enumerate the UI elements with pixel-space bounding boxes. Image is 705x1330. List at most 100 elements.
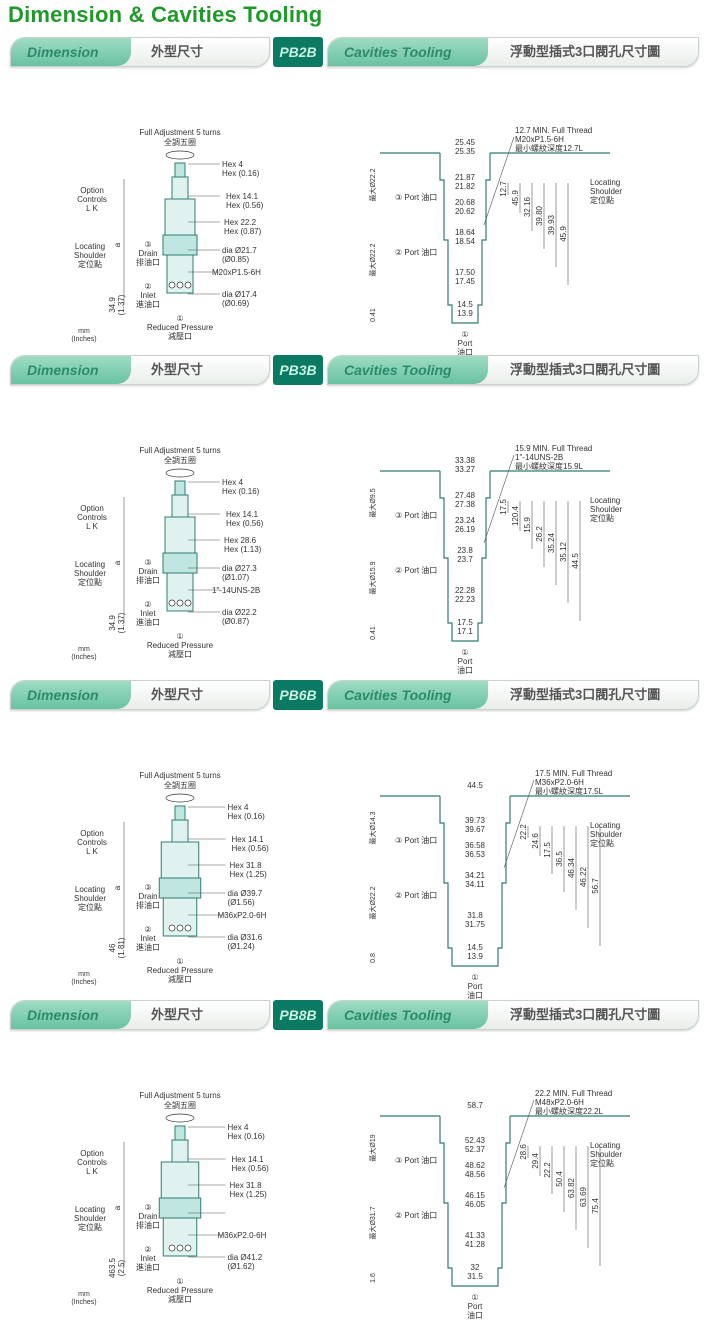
diameter-max: 31.8 (467, 911, 483, 920)
hex-b-label: Hex 14.1 (226, 192, 259, 201)
shoulder-label: Shoulder (74, 251, 106, 260)
diam-top-label: 最大Ø19 (368, 1134, 377, 1161)
option-label: Option (80, 1149, 104, 1158)
rotation-arrow-icon (165, 1113, 195, 1123)
depth-value: 120.4 (511, 505, 520, 526)
shoulder-small: 0.41 (370, 308, 377, 322)
diameter-max: 14.5 (457, 300, 473, 309)
depth-value: 28.6 (519, 1144, 528, 1160)
depth-value: 26.2 (535, 526, 544, 542)
locating-zh: 定位點 (78, 577, 102, 587)
hex-a-label: Hex 4 (228, 803, 249, 812)
shoulder-label: Shoulder (74, 569, 106, 578)
diameter-max: 27.48 (455, 491, 476, 500)
cavity-diameter: 58.7 (467, 1101, 483, 1110)
dimension-label-zh: 外型尺寸 (151, 44, 204, 59)
inches-label: (Inches) (71, 336, 96, 343)
hex-c-label: Hex 22.2 (224, 218, 257, 227)
hex-a-label: Hex 4 (222, 160, 243, 169)
depth-value: 29.4 (531, 1153, 540, 1169)
cavity-profile (439, 471, 491, 642)
depth-value: 63.69 (579, 1186, 588, 1207)
dimension-a: a (113, 885, 122, 890)
diameter-max: 14.5 (467, 943, 483, 952)
diameter-min: 36.53 (465, 850, 486, 859)
dia-b-label: dia Ø17.4 (222, 290, 257, 299)
diameter-max: 33.38 (455, 456, 476, 465)
depth-value: 39.93 (547, 214, 556, 235)
hex-b-inch: Hex (0.56) (232, 844, 270, 853)
dimension-label-zh: 外型尺寸 (151, 1007, 204, 1022)
rotation-arrow-icon (165, 150, 195, 160)
dia-b-inch: (Ø1.24) (228, 942, 255, 951)
drain-number: ③ (144, 558, 151, 567)
lk-label: L K (86, 204, 98, 213)
model-badge: PB8B (273, 1000, 323, 1030)
diam-mid-label: 最大Ø22.2 (368, 886, 377, 919)
cav-thread-1: 22.2 MIN. Full Thread (535, 1089, 612, 1098)
inlet-zh: 進油口 (136, 299, 160, 309)
dia-a-label: dia Ø39.7 (228, 889, 263, 898)
dia-a-label: dia Ø27.3 (222, 564, 257, 573)
port-2-label: ② Port 油口 (395, 565, 437, 575)
dia-b-inch: (Ø0.69) (222, 299, 249, 308)
cav-thread-3: 最小螺紋深度15.9L (515, 461, 584, 471)
port-2-label: ② Port 油口 (395, 890, 437, 900)
hex-a-inch: Hex (0.16) (228, 812, 266, 821)
diameter-max: 20.68 (455, 198, 476, 207)
hex-b-label: Hex 14.1 (232, 1155, 265, 1164)
cavities-label: Cavities Tooling (328, 1001, 488, 1029)
full-adjust-zh: 全調五圈 (164, 137, 196, 147)
reduced-number: ① (176, 632, 183, 641)
inlet-number: ② (144, 1245, 151, 1254)
lk-label: L K (86, 847, 98, 856)
depth-value: 63.82 (567, 1177, 576, 1198)
shoulder-small: 0.41 (370, 626, 377, 640)
diameter-min: 13.9 (457, 309, 473, 318)
diam-mid-label: 最大Ø31.7 (368, 1206, 377, 1239)
hex-b-inch: Hex (0.56) (232, 1164, 270, 1173)
inlet-zh: 進油口 (136, 617, 160, 627)
hex-c-label: Hex 31.8 (230, 861, 263, 870)
inlet-zh: 進油口 (136, 1262, 160, 1272)
depth-value: 44.5 (571, 553, 580, 569)
lk-label: L K (86, 1167, 98, 1176)
page-title: Dimension & Cavities Tooling (8, 2, 323, 27)
inches-label: (Inches) (71, 654, 96, 661)
depth-value: 46.22 (579, 866, 588, 887)
cavity-diameter: 44.5 (467, 781, 483, 790)
diameter-min: 21.82 (455, 182, 476, 191)
cavities-label: Cavities Tooling (328, 681, 488, 709)
cav-thread-2: M48xP2.0-6H (535, 1098, 584, 1107)
diameter-min: 17.1 (457, 627, 473, 636)
mm-label: mm (78, 646, 90, 653)
dia-b-inch: (Ø0.87) (222, 617, 249, 626)
cav-thread-2: 1"-14UNS-2B (515, 453, 563, 462)
depth-value: 32.16 (523, 196, 532, 217)
inlet-label: Inlet (140, 291, 156, 300)
diameter-min: 17.45 (455, 277, 476, 286)
diameter-min: 23.7 (457, 555, 473, 564)
thread-leader (503, 1099, 535, 1189)
depth-value: 24.6 (531, 833, 540, 849)
full-adjust-zh: 全調五圈 (164, 780, 196, 790)
cav-thread-3: 最小螺紋深度22.2L (535, 1106, 604, 1116)
locating-zh: 定位點 (78, 259, 102, 269)
mm-label: mm (78, 328, 90, 335)
option-label: Option (80, 504, 104, 513)
diameter-max: 17.5 (457, 618, 473, 627)
diam-top-label: 最大Ø22.2 (368, 168, 377, 201)
dia-a-inch: (Ø0.85) (222, 255, 249, 264)
drain-zh: 排油口 (136, 575, 160, 585)
cav-thread-2: M36xP2.0-6H (535, 778, 584, 787)
